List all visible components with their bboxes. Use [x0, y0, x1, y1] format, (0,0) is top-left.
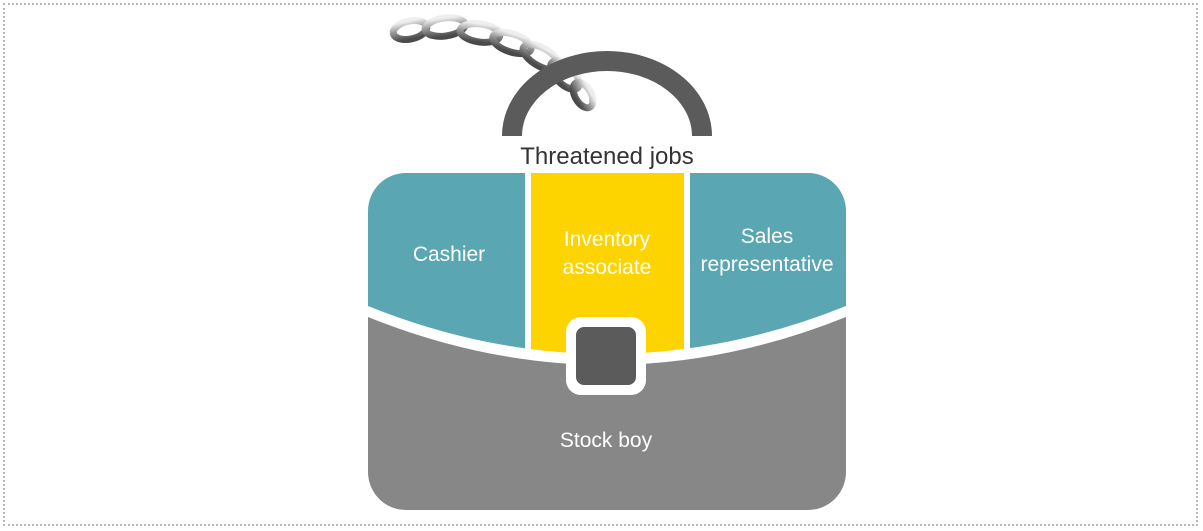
- chain-icon: [389, 14, 597, 112]
- diagram-title: Threatened jobs: [520, 143, 693, 170]
- label-associate: associate: [563, 256, 652, 279]
- label-representative: representative: [700, 253, 833, 276]
- section-stock-boy: [368, 317, 846, 510]
- label-inventory: Inventory: [564, 228, 651, 251]
- label-cashier: Cashier: [413, 243, 485, 266]
- clasp-icon: [566, 317, 646, 395]
- diagram-frame: [3, 3, 1198, 526]
- label-sales: Sales: [741, 225, 794, 248]
- briefcase-body: [368, 173, 846, 510]
- label-stock-boy: Stock boy: [560, 429, 653, 452]
- briefcase-handle: [502, 51, 712, 137]
